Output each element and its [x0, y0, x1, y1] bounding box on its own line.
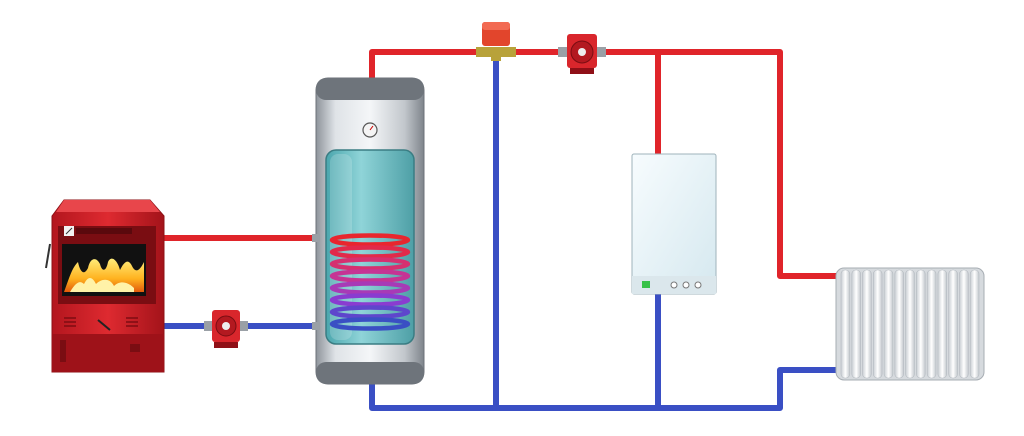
- display-indicator: [642, 281, 650, 288]
- coil-turn: [329, 257, 411, 271]
- circulation-pump-icon: [204, 310, 248, 348]
- radiator-fin: [894, 269, 904, 379]
- coil-turn: [329, 269, 411, 283]
- coil-turn: [329, 281, 411, 295]
- thermometer-icon: [362, 122, 378, 138]
- coil-turn: [329, 245, 411, 259]
- radiator-fin: [862, 269, 872, 379]
- coil-turn: [329, 293, 411, 307]
- mixing-valve-icon: [476, 22, 516, 61]
- radiator-fin: [883, 269, 894, 379]
- flame-icon: [64, 258, 144, 292]
- radiator-icon: [835, 267, 985, 381]
- radiator-fin: [840, 269, 851, 379]
- coil-turn: [329, 233, 411, 247]
- hot-pipe-top: [369, 49, 838, 279]
- radiator-fin: [926, 269, 937, 379]
- circulation-pump-icon: [558, 34, 606, 74]
- coil-icon: [329, 233, 411, 331]
- solid-fuel-boiler-icon: [45, 199, 165, 373]
- radiator-fin: [916, 269, 926, 379]
- coil-turn: [329, 317, 411, 331]
- radiator-fin: [937, 269, 948, 379]
- radiator-fin: [851, 269, 861, 379]
- radiator-fin: [905, 269, 915, 379]
- radiator-fin: [959, 269, 969, 379]
- coil-turn: [329, 305, 411, 319]
- radiator-fin: [872, 269, 883, 379]
- radiator-fin: [969, 269, 980, 379]
- cold-pipe-bottom: [369, 367, 838, 411]
- radiator-fin: [948, 269, 958, 379]
- gas-boiler-icon: [631, 153, 717, 295]
- pipe-network: [160, 49, 838, 411]
- storage-tank: [312, 77, 425, 385]
